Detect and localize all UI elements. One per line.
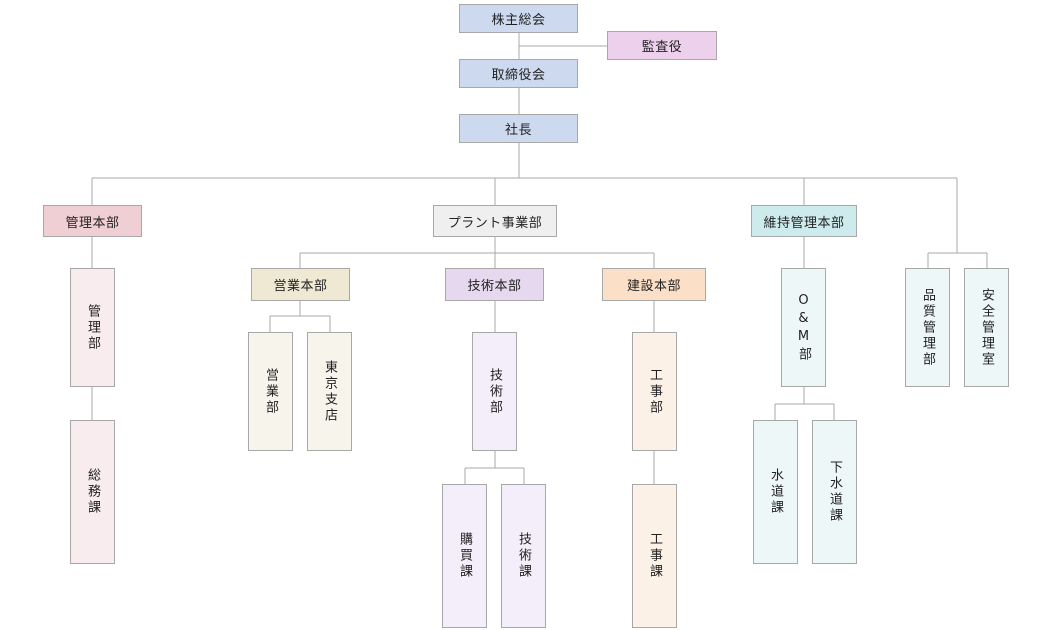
node-board: 取締役会 xyxy=(459,59,578,88)
node-tech-dept: 技術部 xyxy=(472,332,517,451)
node-shareholders: 株主総会 xyxy=(459,4,578,33)
node-admin-hq: 管理本部 xyxy=(43,205,142,237)
node-construction-section: 工事課 xyxy=(632,484,677,628)
node-tech-hq: 技術本部 xyxy=(445,268,544,301)
node-construction-hq: 建設本部 xyxy=(602,268,706,301)
node-sales-dept: 営業部 xyxy=(248,332,293,451)
node-quality-dept: 品質管理部 xyxy=(905,268,950,387)
node-auditor: 監査役 xyxy=(607,31,717,60)
node-water-section: 水道課 xyxy=(753,420,798,564)
node-safety-office: 安全管理室 xyxy=(964,268,1009,387)
node-om-dept: O&M部 xyxy=(781,268,826,387)
node-president: 社長 xyxy=(459,114,578,143)
node-om-hq: 維持管理本部 xyxy=(751,205,857,237)
node-construction-dept: 工事部 xyxy=(632,332,677,451)
node-plant-division: プラント事業部 xyxy=(433,205,557,237)
node-sewer-section: 下水道課 xyxy=(812,420,857,564)
node-tokyo-branch: 東京支店 xyxy=(307,332,352,451)
node-tech-section: 技術課 xyxy=(501,484,546,628)
node-admin-dept: 管理部 xyxy=(70,268,115,387)
node-general-affairs: 総務課 xyxy=(70,420,115,564)
node-purchasing: 購買課 xyxy=(442,484,487,628)
node-sales-hq: 営業本部 xyxy=(251,268,350,301)
